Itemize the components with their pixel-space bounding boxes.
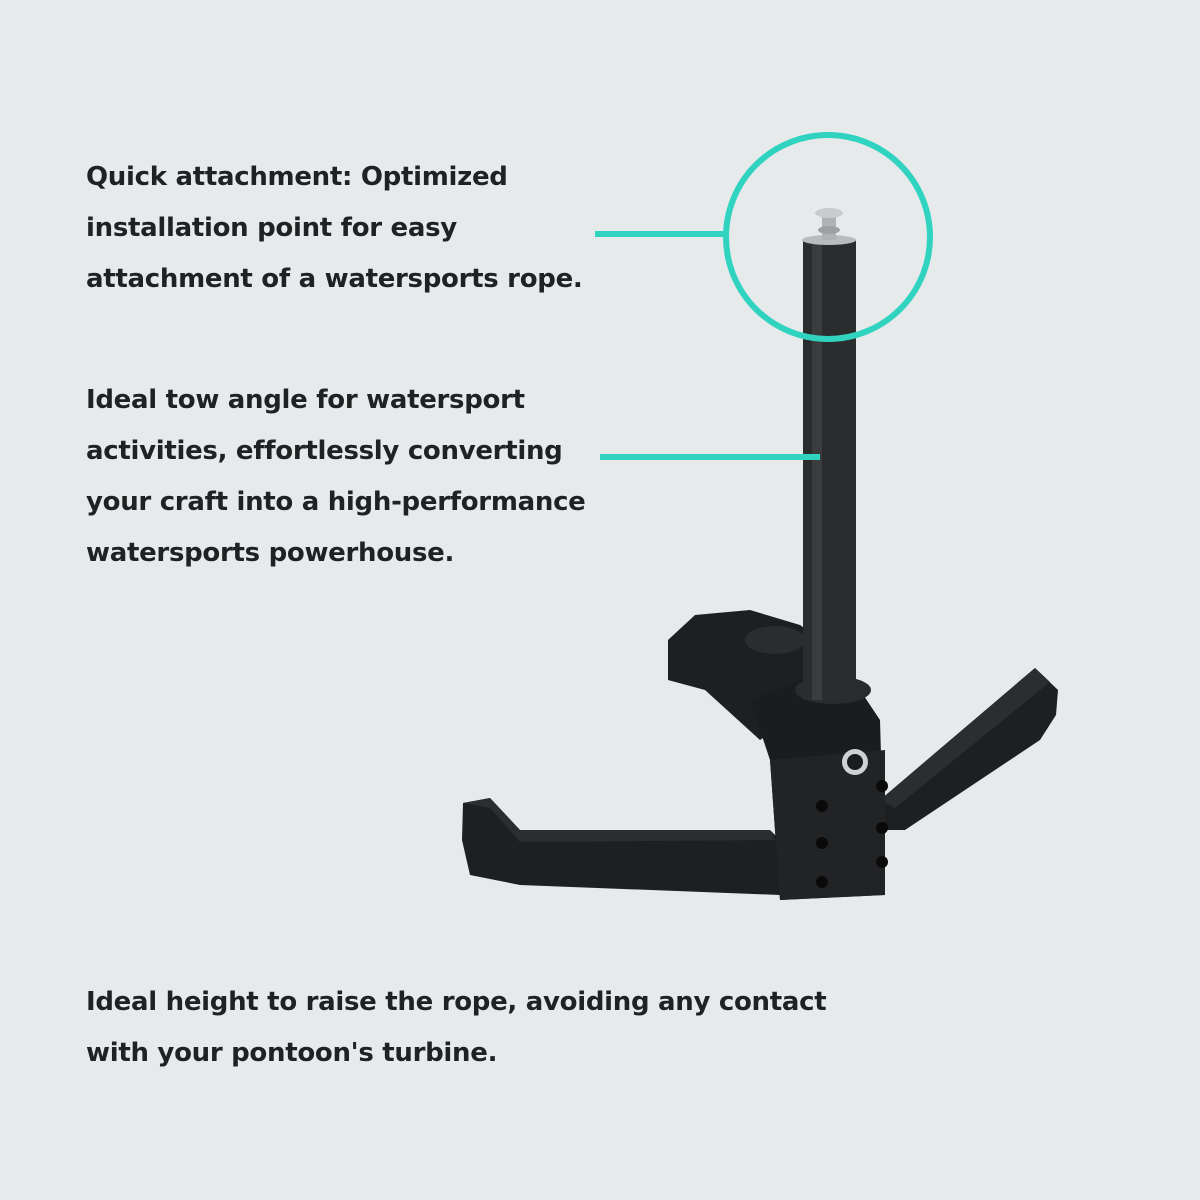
callout-ideal-height: Ideal height to raise the rope, avoiding… [86,987,827,1068]
tow-pylon-image [462,208,1058,900]
brp-logo [842,749,868,775]
callout-tow-angle: Ideal tow angle for watersport activitie… [86,385,586,568]
callout-quick-attachment: Quick attachment: Optimized installation… [86,162,583,294]
